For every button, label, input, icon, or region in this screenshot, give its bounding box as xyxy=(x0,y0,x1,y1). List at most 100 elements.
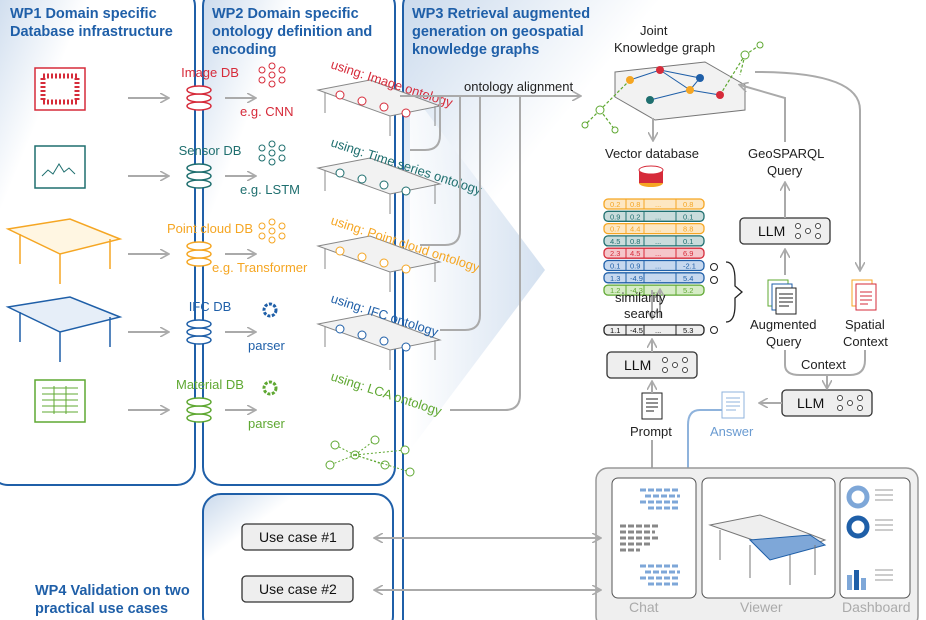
vector-value: 2.3 xyxy=(610,249,620,258)
db-label: Material DB xyxy=(176,377,244,392)
vector-value: 1.1 xyxy=(610,326,620,335)
wp4-title: WP4 Validation on two xyxy=(35,583,190,599)
vector-value: 0.8 xyxy=(683,200,693,209)
answer-label: Answer xyxy=(710,424,754,439)
dashboard-widgets xyxy=(846,485,893,590)
neural-network-icon xyxy=(837,395,863,411)
use-case-1-button[interactable]: Use case #1 xyxy=(241,523,354,551)
db-label: Point cloud DB xyxy=(167,221,253,236)
vector-value: ... xyxy=(655,200,661,209)
vector-value: 0.7 xyxy=(610,225,620,234)
spreadsheet-icon xyxy=(34,379,86,423)
match-marker xyxy=(710,276,718,284)
connector-ifc xyxy=(440,95,481,331)
vector-value: 0.1 xyxy=(610,262,620,271)
wp2-title: WP2 Domain specific xyxy=(212,6,359,22)
viewer-tab-label[interactable]: Viewer xyxy=(740,599,783,615)
ifc-model-icon xyxy=(5,296,123,362)
wp2-panel xyxy=(202,0,396,486)
vector-row: 1.3-4.9...5.4 xyxy=(603,272,705,284)
prompt-doc-icon xyxy=(641,392,663,420)
vector-value: 0.2 xyxy=(630,212,640,221)
vector-value: 0.9 xyxy=(610,212,620,221)
kg-to-spatial-arrow xyxy=(754,71,860,270)
prompt-label: Prompt xyxy=(630,424,672,439)
neural-network-icon xyxy=(258,140,286,166)
vector-value: ... xyxy=(655,225,661,234)
spatial-context-label: Spatial xyxy=(845,317,885,332)
kg-label: Joint xyxy=(640,23,668,38)
vector-value: ... xyxy=(655,326,661,335)
context-label: Context xyxy=(801,357,846,372)
neural-network-icon xyxy=(258,218,286,244)
vector-value: 5.3 xyxy=(683,326,693,335)
vector-value: 5.4 xyxy=(683,274,693,283)
joint-knowledge-graph xyxy=(581,41,764,134)
database-icon xyxy=(186,319,212,345)
ontology-graph xyxy=(316,157,442,214)
db-label: IFC DB xyxy=(189,299,232,314)
spatial-context-label-2: Context xyxy=(843,334,888,349)
augmented-query-label-2: Query xyxy=(766,334,802,349)
database-icon xyxy=(186,85,212,111)
vector-value: ... xyxy=(655,249,661,258)
encoder-label: e.g. CNN xyxy=(240,104,293,119)
point-cloud-icon xyxy=(5,218,123,284)
connector-material xyxy=(450,95,521,411)
encoder-label: parser xyxy=(248,416,286,431)
wp3-title: WP3 Retrieval augmented xyxy=(412,6,590,22)
use-case-2-button[interactable]: Use case #2 xyxy=(241,575,354,603)
llm-query-box: LLM xyxy=(739,217,831,245)
dashboard-tab-label[interactable]: Dashboard xyxy=(842,599,911,615)
vector-row: 1.2-4.3...5.2 xyxy=(603,284,705,296)
spatial-context-doc-icon xyxy=(851,279,877,311)
wp2-title-2: ontology definition and xyxy=(212,24,372,40)
geosparql-label: GeoSPARQL xyxy=(748,146,824,161)
geosparql-to-kg-arrow xyxy=(740,85,786,142)
ontology-alignment-label: ontology alignment xyxy=(464,79,574,94)
vector-value: 0.2 xyxy=(610,200,620,209)
wp3-panel xyxy=(402,0,926,620)
vector-value: 4.5 xyxy=(630,249,640,258)
sensor-chart-icon xyxy=(34,145,86,189)
vector-value: -4.3 xyxy=(630,286,643,295)
llm-label: LLM xyxy=(758,223,785,239)
encoder-label: parser xyxy=(248,338,286,353)
vector-value: -4.9 xyxy=(630,274,643,283)
gear-icon xyxy=(262,302,278,318)
vector-value: ... xyxy=(655,237,661,246)
llm-label: LLM xyxy=(624,357,651,373)
connector-pointcloud xyxy=(420,95,461,246)
chat-tab-label[interactable]: Chat xyxy=(629,599,659,615)
vector-value: -4.5 xyxy=(630,326,643,335)
db-label: Image DB xyxy=(181,65,239,80)
vector-value: 0.9 xyxy=(630,262,640,271)
use-case-2-label: Use case #2 xyxy=(259,581,337,597)
kg-label-2: Knowledge graph xyxy=(614,40,715,55)
gear-icon xyxy=(262,380,278,396)
wp3-title-2: generation on geospatial xyxy=(412,24,584,40)
ontology-graph xyxy=(325,435,415,477)
encoder-label: e.g. LSTM xyxy=(240,182,300,197)
similarity-label: similarity xyxy=(615,290,666,305)
wp3-title-3: knowledge graphs xyxy=(412,42,539,58)
vector-value: ... xyxy=(655,262,661,271)
vector-value: 0.1 xyxy=(683,237,693,246)
vector-value: 0.8 xyxy=(630,237,640,246)
vector-value: 5.2 xyxy=(683,286,693,295)
vector-value: ... xyxy=(655,274,661,283)
db-label: Sensor DB xyxy=(179,143,242,158)
match-marker xyxy=(710,263,718,271)
llm-prompt-box: LLM xyxy=(606,351,698,379)
database-icon xyxy=(186,163,212,189)
vector-value: 8.8 xyxy=(683,225,693,234)
wp1-title: WP1 Domain specific xyxy=(10,6,157,22)
wp2-title-3: encoding xyxy=(212,42,276,58)
